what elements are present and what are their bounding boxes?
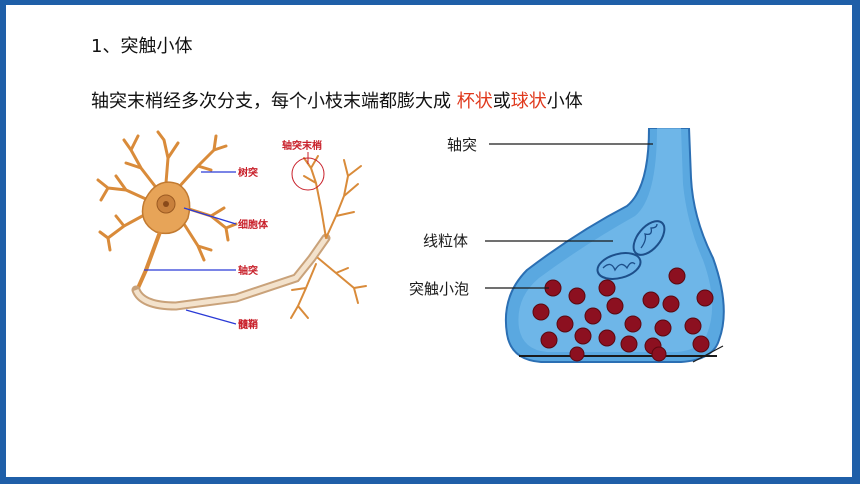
description-or: 或 xyxy=(492,91,511,112)
label-terminal: 轴突末梢 xyxy=(282,139,322,152)
label-axon-neuron: 轴突 xyxy=(238,264,258,277)
highlight-cup: 杯状 xyxy=(456,91,493,112)
label-vesicle: 突触小泡 xyxy=(409,280,469,298)
slide-heading: 1、突触小体 xyxy=(91,36,193,57)
label-axon-synapse: 轴突 xyxy=(447,136,477,154)
slide: 1、突触小体 轴突末梢经多次分支，每个小枝末端都膨大成 杯状或球状小体 xyxy=(6,5,852,477)
synapse-diagram: 轴突 线粒体 突触小泡 xyxy=(409,128,725,363)
highlight-ball: 球状 xyxy=(510,91,547,112)
label-myelin: 髓鞘 xyxy=(238,318,258,331)
label-dendrite: 树突 xyxy=(238,166,258,179)
neuron-diagram: 树突 细胞体 轴突 髓鞘 轴突末梢 xyxy=(96,130,367,331)
label-soma: 细胞体 xyxy=(238,218,269,231)
description-text: 轴突末梢经多次分支，每个小枝末端都膨大成 xyxy=(91,91,457,112)
label-mitochondria: 线粒体 xyxy=(423,232,468,250)
description-tail: 小体 xyxy=(546,91,583,112)
description-line: 轴突末梢经多次分支，每个小枝末端都膨大成 杯状或球状小体 xyxy=(91,87,583,113)
